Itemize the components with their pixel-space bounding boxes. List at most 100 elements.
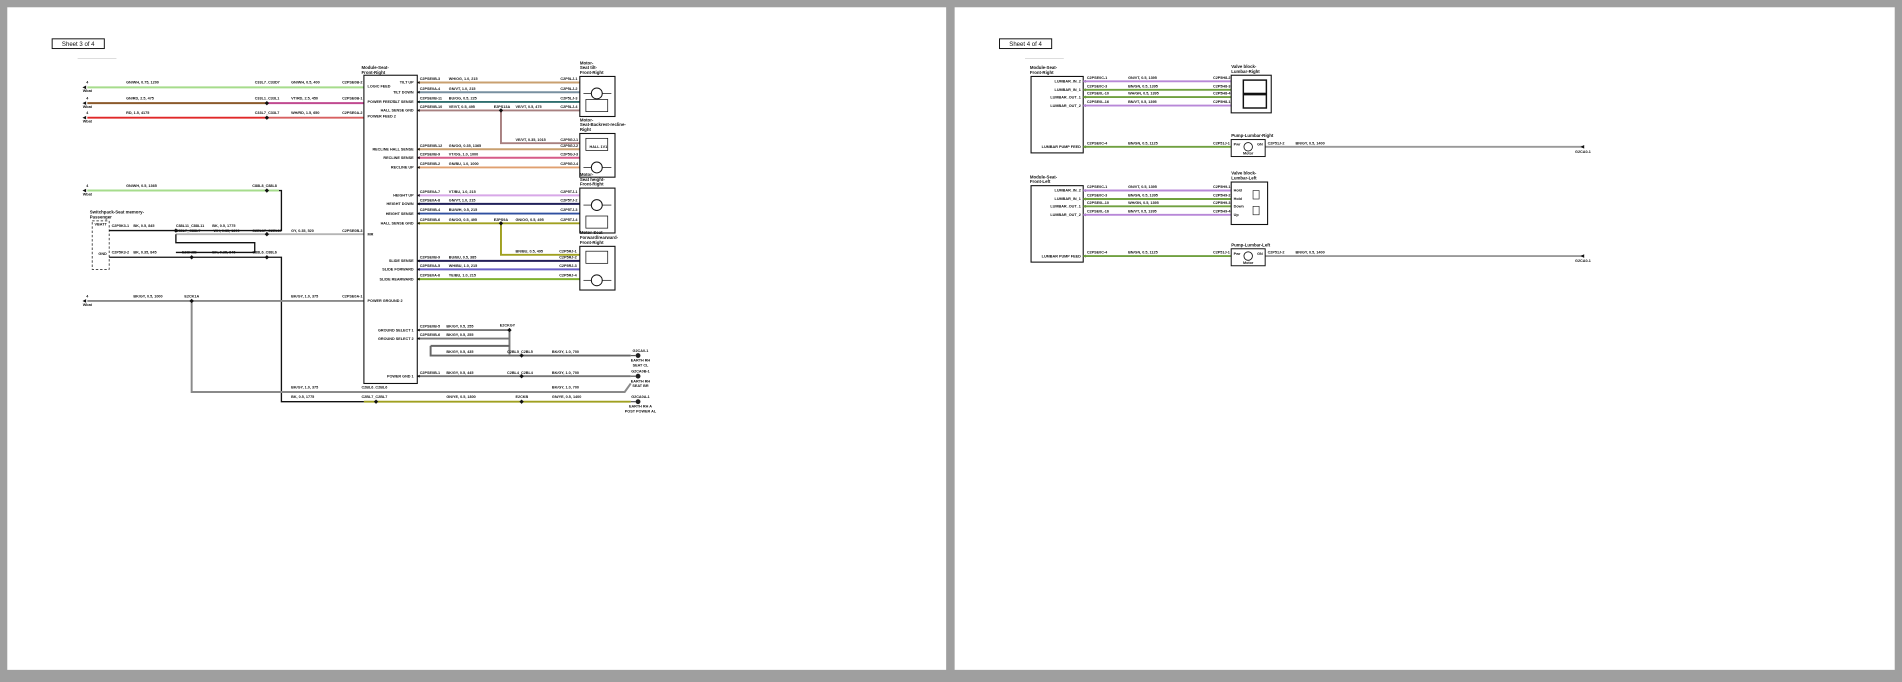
earth-label: EARTH RH A [629, 405, 652, 409]
earth-label: EARTH RH [631, 379, 651, 383]
valve-block-box [1230, 74, 1272, 114]
wire-label: C2P5LJ-3 [560, 97, 577, 101]
wire-label: C2PSE0B-4 [420, 208, 441, 212]
module-pin-label: MR [368, 232, 374, 236]
wire-label: VE/VT, 0.5, 475 [516, 105, 542, 109]
wire-label: GN/WH, 0.75, 1200 [126, 81, 159, 85]
wire-label: WH, 0.35, 1600 [213, 229, 239, 233]
wire-label: BN/BU, 0.5, 495 [516, 249, 544, 253]
wire-label: C2P5H9-4 [1213, 209, 1231, 213]
switchpack-box [91, 220, 110, 270]
splice-icon [519, 353, 524, 358]
wire-label: C2P5GJ-4 [560, 162, 579, 166]
wire-label: C2P5H8-1 [1213, 100, 1231, 104]
wire-label: E2CK8B [182, 251, 197, 255]
wire-label: E2PS9A [494, 218, 509, 222]
wire-label: GN/YE, 0.5, 1800 [446, 395, 475, 399]
module-pin-label: SLIDE FORWARD [382, 268, 414, 272]
sheet-label-text: Sheet 4 of 4 [1009, 42, 1042, 48]
module-pin-label: RECLINE HALL SENSE [372, 147, 414, 151]
earth-arrow-icon [1580, 254, 1585, 258]
pump-title: Pump-Lumbar-Left [1231, 242, 1271, 247]
module-pin-label: LUMBAR_OUT_1 [1050, 95, 1080, 99]
module-pin-label: GROUND SELECT 1 [378, 328, 414, 332]
module-title: Front-Right [1030, 70, 1054, 75]
module-pin-label: POWER FEED 2 [368, 115, 396, 119]
wire-label: GN/VT, 1.0, 215 [449, 198, 476, 202]
pin-arrow-icon [417, 221, 420, 225]
wire-label: C2PSE0A-5 [420, 264, 440, 268]
module-pin-label: RECLINE UP [391, 166, 414, 170]
sensor-box [585, 137, 609, 151]
wire-label: C2PSE0B-2 [420, 162, 440, 166]
module-pin-label: LUMBAR_OUT_2 [1050, 213, 1080, 217]
wire-label: C2P5K3-1 [112, 224, 130, 228]
motor-icon [590, 87, 603, 100]
splice-icon [373, 399, 379, 404]
terminal-name: Wbat [83, 89, 93, 93]
wire-label: GN/BU, 1.0, 1000 [449, 162, 479, 166]
valve-title: Lumbar-Right [1231, 69, 1260, 74]
wire-label: C2P51J-1 [1213, 251, 1230, 255]
terminal-number: 4 [86, 97, 89, 101]
wire-23-segment [429, 345, 631, 357]
splice-icon [519, 399, 524, 404]
wire-label: GN/YE, 0.5, 1400 [552, 395, 581, 399]
valve-title: Valve block- [1231, 171, 1257, 176]
pin-arrow-icon [417, 100, 420, 104]
wire-label: C2P5TJ-2 [560, 198, 577, 202]
pump-pin: Pwr [1234, 143, 1241, 147]
wire-label: C2BL6_C2BL6 [361, 385, 387, 389]
earth-icon [635, 399, 641, 405]
wire-label: C2BL5_C2BL5 [507, 350, 533, 354]
valve-pin-label: Hold [1234, 189, 1243, 193]
terminal-arrow-icon [82, 101, 87, 105]
wire-label: BK/GY, 0.5, 255 [446, 325, 473, 329]
wire-label: C2P5LJ-2 [560, 87, 577, 91]
pin-arrow-icon [417, 212, 420, 216]
module-pin-label: LUMBAR PUMP FEED [1042, 145, 1081, 149]
wire-label: C2PSE0B-5 [420, 325, 440, 329]
earth-id: G2CA0B-1 [631, 370, 650, 374]
wire-label: C2P5LJ-4 [560, 105, 578, 109]
wire-label: C2PSE0B-9 [420, 255, 440, 259]
motor-title: Forward/rearward- [580, 235, 619, 240]
wire-label: C2P5RJ-1 [559, 249, 577, 253]
module-pin-label: SLIDE REARWARD [380, 277, 414, 281]
wire-label: C2PSE0A-8 [420, 198, 440, 202]
wire-label: VE/VT, 0.35, 1015 [516, 138, 546, 142]
wire-label: C2PSE0A-2 [342, 111, 362, 115]
wire-label: C2PSE0A-4 [420, 87, 441, 91]
wire-label: BK/GY, 1.0, 375 [291, 294, 318, 298]
terminal-arrow-icon [82, 299, 87, 303]
splice-icon [264, 232, 270, 237]
splice-icon [498, 108, 504, 113]
terminal-arrow-icon [82, 85, 87, 90]
module-pin-label: SLIDE SENSE [389, 259, 414, 263]
module-pin-label: LUMBAR_IN_2 [1055, 189, 1081, 193]
wire-label: BK/GY, 1.0, 700 [552, 371, 579, 375]
wire-label: C2PSE0A-7 [420, 190, 440, 194]
module-pin-label: POWER GND 1 [387, 374, 414, 378]
valve-pin-label: Hold [1234, 197, 1243, 201]
pin-arrow-icon [417, 374, 420, 378]
motor-title: Motor- [580, 117, 594, 122]
module-pin-label: LUMBAR PUMP FEED [1042, 254, 1081, 258]
module-pin-label: LOGIC FEED [368, 84, 391, 88]
wire-label: C2P51J-1 [1213, 141, 1230, 145]
earth-label: EARTH RH [631, 359, 651, 363]
wire-label: C88L7_C88L7 [176, 229, 201, 233]
wire-19-segment [175, 234, 256, 254]
pin-arrow-icon [417, 337, 420, 341]
valve-coil [1252, 205, 1260, 216]
earth-label: SEAT BR [632, 384, 648, 388]
wire-label: GN/RD, 2.5, 475 [126, 97, 154, 101]
wire-label: BK, 0.35, 845 [133, 251, 156, 255]
wire-label: C2PSE0A-6 [420, 274, 440, 278]
wire-label: C2BL7_C2BL7 [361, 395, 387, 399]
wire-label: C2PSE0B-9 [420, 152, 440, 156]
wire-label: C2PSE0C-3 [1087, 194, 1107, 198]
valve-title: Valve block- [1231, 64, 1257, 69]
pin-arrow-icon [417, 147, 420, 151]
wire-label: GN/OG, 0.35, 1365 [449, 144, 481, 148]
